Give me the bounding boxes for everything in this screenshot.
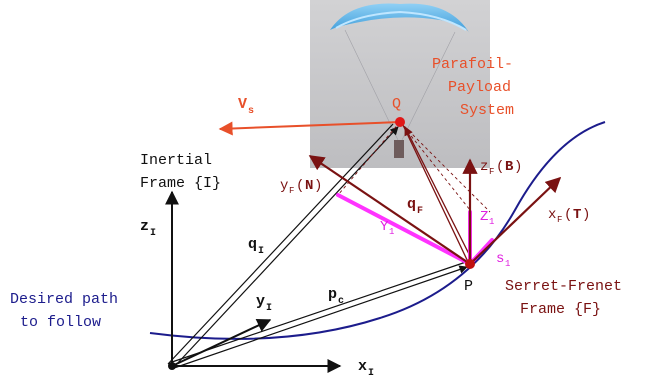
svg-text:x: x — [358, 358, 367, 375]
svg-text:c: c — [338, 296, 344, 307]
parafoil-label-3: System — [460, 102, 514, 119]
svg-text:y: y — [280, 178, 288, 194]
qF-label: q F — [407, 196, 423, 217]
zF-label: z F ( B ) — [480, 159, 522, 177]
inertial-frame-label-1: Inertial — [140, 152, 212, 169]
q-F-vector — [402, 124, 474, 265]
P-label: P — [464, 278, 473, 295]
svg-text:F: F — [489, 167, 494, 177]
y-axis-inertial — [171, 319, 272, 367]
serret-frenet-label-1: Serret-Frenet — [505, 278, 622, 295]
point-Q-marker — [395, 117, 405, 127]
inertial-frame-label-2: Frame {I} — [140, 175, 221, 192]
svg-text:s: s — [496, 251, 504, 267]
svg-text:(: ( — [564, 207, 572, 223]
svg-text:s: s — [248, 106, 254, 117]
svg-text:F: F — [557, 215, 562, 225]
Y1-label: Y 1 — [380, 219, 394, 237]
svg-text:F: F — [289, 186, 294, 196]
svg-text:x: x — [548, 207, 556, 223]
svg-text:z: z — [480, 159, 488, 175]
svg-text:I: I — [150, 228, 156, 239]
xF-label: x F ( T ) — [548, 207, 590, 225]
svg-text:T: T — [573, 207, 581, 223]
canopy-icon — [330, 3, 470, 34]
q-I-vector — [167, 123, 399, 367]
parafoil-photo — [310, 0, 490, 168]
yF-axis — [308, 155, 471, 265]
svg-text:y: y — [256, 293, 265, 310]
x-I-label: x I — [358, 358, 374, 379]
desired-path-label-2: to follow — [20, 314, 101, 331]
svg-text:1: 1 — [489, 217, 494, 227]
svg-text:1: 1 — [505, 259, 510, 269]
svg-text:): ) — [582, 207, 590, 223]
p-c-vector — [171, 261, 468, 369]
point-P-marker — [465, 259, 475, 269]
frenet-axes — [308, 155, 562, 265]
serret-frenet-label-2: Frame {F} — [520, 301, 601, 318]
svg-text:1: 1 — [389, 227, 394, 237]
svg-text:Z: Z — [480, 209, 488, 225]
svg-text:p: p — [328, 286, 337, 303]
svg-text:): ) — [314, 178, 322, 194]
svg-text:Y: Y — [380, 219, 389, 235]
svg-text:F: F — [417, 206, 423, 217]
svg-text:(: ( — [296, 178, 304, 194]
svg-text:): ) — [514, 159, 522, 175]
svg-text:I: I — [266, 303, 272, 314]
svg-text:(: ( — [496, 159, 504, 175]
Q-label: Q — [392, 96, 401, 113]
xF-axis — [469, 176, 562, 265]
s1-label: s 1 — [496, 251, 510, 269]
svg-text:I: I — [258, 246, 264, 257]
Vs-vector — [218, 121, 401, 136]
svg-text:I: I — [368, 368, 374, 379]
desired-path-label-1: Desired path — [10, 291, 118, 308]
svg-text:V: V — [238, 96, 247, 113]
Y1-component — [336, 193, 472, 266]
q-I-label: q I — [248, 236, 264, 257]
Vs-label: V s — [238, 96, 254, 117]
svg-text:N: N — [305, 178, 313, 194]
svg-text:z: z — [140, 218, 149, 235]
p-c-label: p c — [328, 286, 344, 307]
svg-text:q: q — [248, 236, 257, 253]
Z1-label: Z 1 — [480, 209, 494, 227]
svg-text:B: B — [505, 159, 514, 175]
payload-icon — [394, 140, 404, 158]
parafoil-label-1: Parafoil- — [432, 56, 513, 73]
z-I-label: z I — [140, 218, 156, 239]
yF-label: y F ( N ) — [280, 178, 322, 196]
svg-text:q: q — [407, 196, 416, 213]
y-I-label: y I — [256, 293, 272, 314]
parafoil-label-2: Payload — [448, 79, 511, 96]
